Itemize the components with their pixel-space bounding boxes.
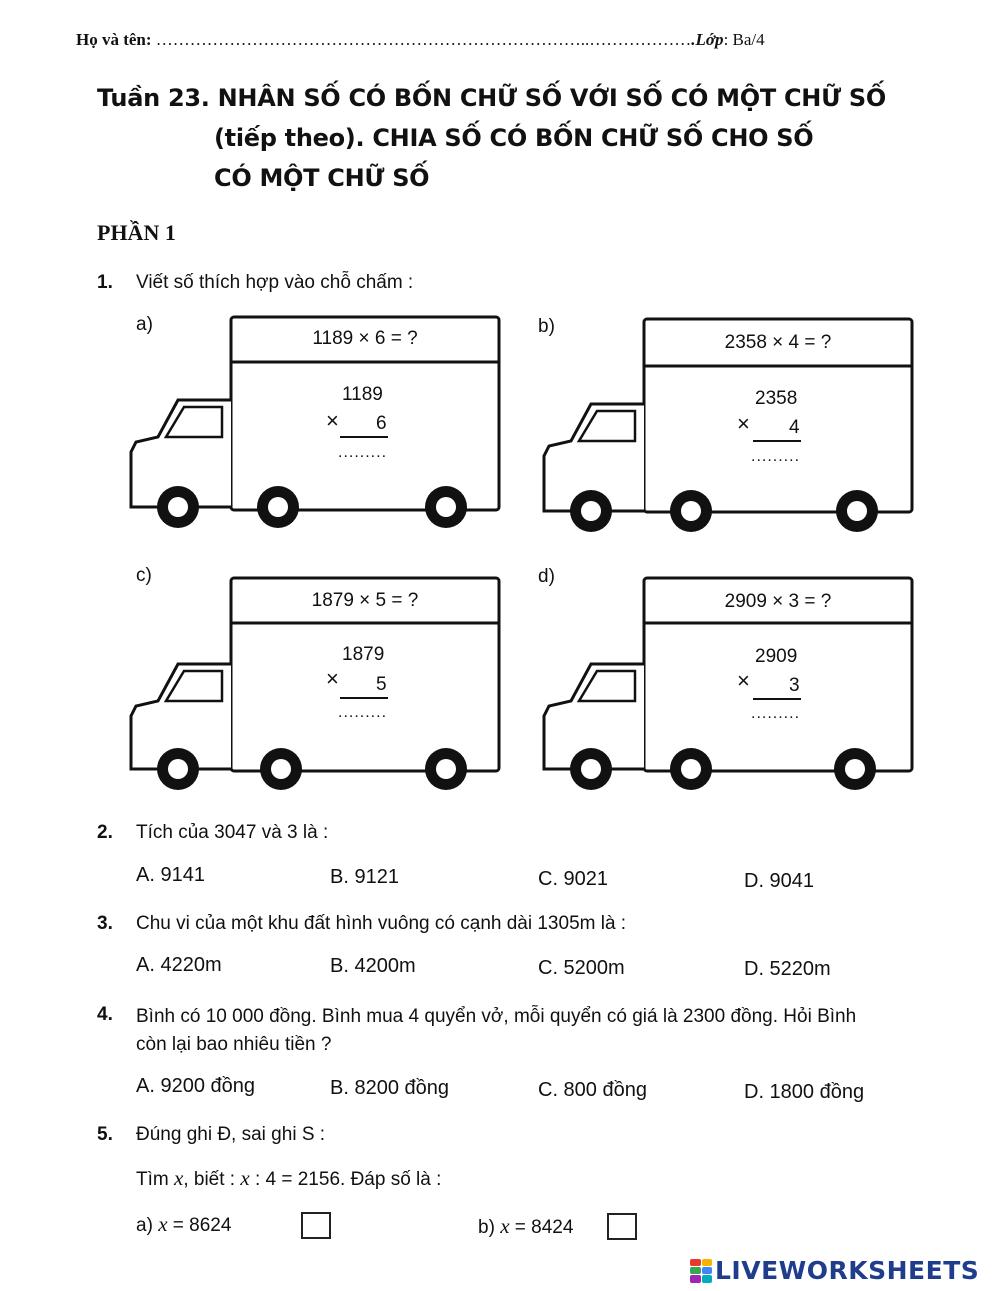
title-line-3: CÓ MỘT CHỮ SỐ — [214, 164, 430, 192]
q5-find-variable-2: x — [240, 1166, 250, 1190]
q1-number: 1. — [97, 272, 113, 293]
q5-a-value: = 8624 — [167, 1215, 232, 1236]
truck-d-answer-dots[interactable]: ......... — [751, 705, 801, 722]
truck-b-multiply-sign: × — [737, 411, 750, 436]
q4-text-line-1: Bình có 10 000 đồng. Bình mua 4 quyển vở… — [136, 1006, 857, 1027]
truck-d-multiply-sign: × — [737, 668, 750, 693]
q4-text-line-2: còn lại bao nhiêu tiền ? — [136, 1034, 332, 1055]
q3-option-b[interactable]: B. 4200m — [330, 955, 416, 977]
liveworksheets-logo: LIVEWORKSHEETS — [690, 1256, 979, 1285]
class-label: .Lớp — [691, 30, 724, 49]
q2-text: Tích của 3047 và 3 là : — [136, 822, 329, 843]
truck-d-underline — [753, 698, 801, 700]
title-line-1: Tuần 23. NHÂN SỐ CÓ BỐN CHỮ SỐ VỚI SỐ CÓ… — [97, 84, 886, 112]
truck-a: 1189 × 6 = ? 1189 × 6 ......... — [128, 312, 528, 542]
q5-find-prefix: Tìm — [136, 1169, 174, 1190]
truck-c: 1879 × 5 = ? 1879 × 5 ......... — [128, 576, 528, 806]
truck-b-drawing — [542, 317, 914, 532]
part-label: PHẦN 1 — [97, 220, 176, 245]
truck-a-multiply-sign: × — [326, 408, 339, 433]
truck-d-label: d) — [538, 566, 555, 587]
truck-b-underline — [753, 440, 801, 442]
q5-number: 5. — [97, 1124, 113, 1145]
q5-find-statement: Tìm x, biết : x : 4 = 2156. Đáp số là : — [136, 1166, 441, 1191]
q5-a-answer-box[interactable] — [301, 1212, 331, 1239]
truck-c-answer-dots[interactable]: ......... — [338, 704, 388, 721]
q5-b-answer-box[interactable] — [607, 1213, 637, 1240]
q3-option-d[interactable]: D. 5220m — [744, 958, 831, 980]
truck-c-drawing — [129, 576, 501, 790]
q3-option-c[interactable]: C. 5200m — [538, 957, 625, 979]
truck-b: 2358 × 4 = ? 2358 × 4 ......... — [541, 316, 941, 546]
q2-option-c[interactable]: C. 9021 — [538, 868, 609, 890]
q5-text: Đúng ghi Đ, sai ghi S : — [136, 1124, 326, 1145]
header-line: Họ và tên: …………………………………………………………………..……… — [76, 30, 916, 50]
truck-b-equation: 2358 × 4 = ? — [724, 332, 832, 353]
q5-answer-a: a) x = 8624 — [136, 1212, 231, 1237]
truck-a-top-number: 1189 — [342, 384, 383, 405]
q2-option-d[interactable]: D. 9041 — [744, 870, 815, 892]
q5-a-variable: x — [158, 1212, 168, 1236]
q5-a-prefix: a) — [136, 1215, 159, 1236]
q2-option-a[interactable]: A. 9141 — [136, 864, 205, 886]
truck-b-answer-dots[interactable]: ......... — [751, 448, 801, 465]
logo-grid-icon — [690, 1258, 712, 1283]
truck-c-equation: 1879 × 5 = ? — [311, 590, 419, 611]
q4-option-c[interactable]: C. 800 đồng — [538, 1079, 647, 1101]
q4-option-b[interactable]: B. 8200 đồng — [330, 1077, 449, 1099]
title-line-2: (tiếp theo). CHIA SỐ CÓ BỐN CHỮ SỐ CHO S… — [214, 124, 814, 152]
truck-a-drawing — [129, 315, 501, 528]
name-dots: …………………………………………………………………..……………… — [155, 30, 692, 49]
q4-option-a[interactable]: A. 9200 đồng — [136, 1075, 255, 1097]
q5-b-prefix: b) — [478, 1217, 501, 1238]
q5-find-mid: , biết : — [183, 1169, 241, 1190]
q3-number: 3. — [97, 913, 113, 934]
truck-c-bottom-number: 5 — [376, 674, 387, 695]
truck-c-underline — [340, 697, 388, 699]
q5-find-suffix: : 4 = 2156. Đáp số là : — [249, 1169, 442, 1190]
truck-d-top-number: 2909 — [755, 646, 798, 667]
q5-b-value: = 8424 — [509, 1217, 574, 1238]
class-value: : Ba/4 — [723, 30, 765, 49]
q3-option-a[interactable]: A. 4220m — [136, 954, 222, 976]
q1-text: Viết số thích hợp vào chỗ chấm : — [136, 272, 414, 293]
q5-find-variable: x — [174, 1166, 184, 1190]
truck-c-label: c) — [136, 565, 152, 586]
q4-option-d[interactable]: D. 1800 đồng — [744, 1081, 865, 1103]
logo-text: LIVEWORKSHEETS — [715, 1256, 980, 1285]
q4-number: 4. — [97, 1004, 113, 1025]
truck-a-equation: 1189 × 6 = ? — [312, 328, 418, 349]
truck-c-multiply-sign: × — [326, 666, 339, 691]
q2-number: 2. — [97, 822, 113, 843]
truck-d-drawing — [542, 576, 914, 790]
truck-d-bottom-number: 3 — [789, 675, 800, 696]
truck-b-label: b) — [538, 316, 555, 337]
truck-a-bottom-number: 6 — [376, 413, 387, 434]
truck-c-top-number: 1879 — [342, 644, 385, 665]
truck-d: 2909 × 3 = ? 2909 × 3 ......... — [541, 576, 941, 806]
q5-b-variable: x — [500, 1214, 510, 1238]
q5-answer-b: b) x = 8424 — [478, 1214, 573, 1239]
name-label: Họ và tên: — [76, 30, 152, 49]
q2-option-b[interactable]: B. 9121 — [330, 866, 399, 888]
truck-a-answer-dots[interactable]: ......... — [338, 444, 388, 461]
truck-b-bottom-number: 4 — [789, 417, 800, 438]
truck-b-top-number: 2358 — [755, 388, 798, 409]
q3-text: Chu vi của một khu đất hình vuông có cạn… — [136, 913, 627, 934]
truck-d-equation: 2909 × 3 = ? — [724, 591, 832, 612]
truck-a-underline — [340, 436, 388, 438]
truck-a-label: a) — [136, 314, 153, 335]
